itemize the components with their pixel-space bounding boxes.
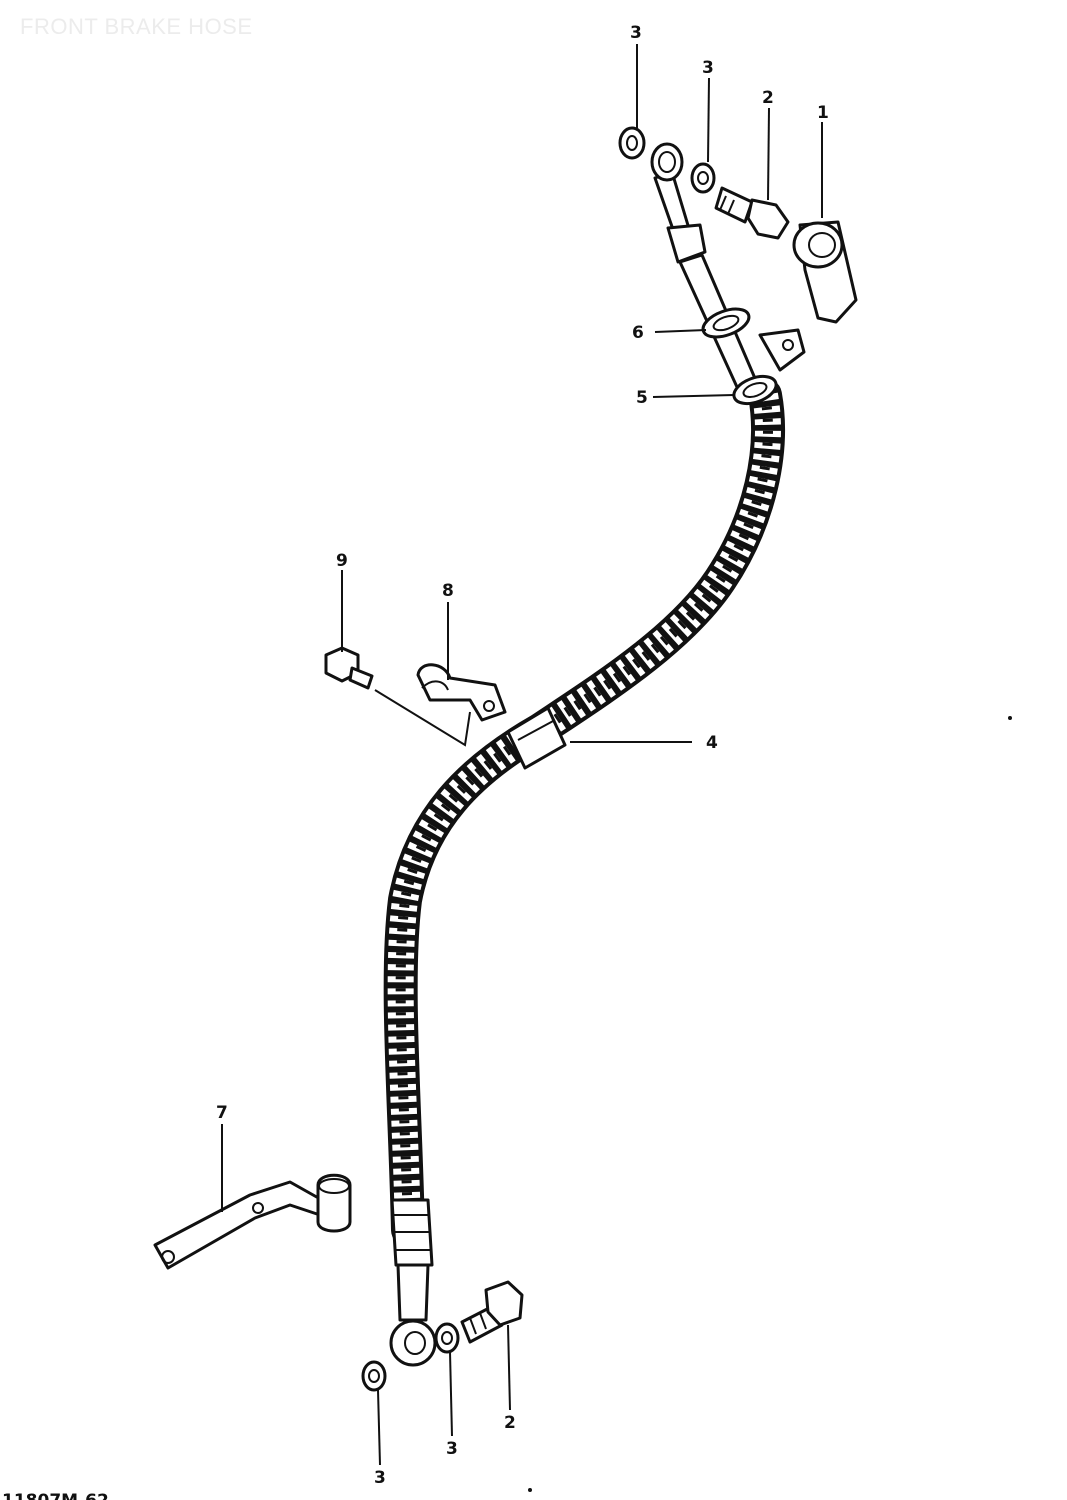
callout-3-top-left: 3	[630, 23, 642, 43]
callout-3-bottom: 3	[446, 1439, 458, 1459]
hose-clamp-bracket	[153, 1173, 352, 1270]
callout-4: 4	[706, 733, 718, 753]
gasket-washer-bottom	[434, 1322, 460, 1354]
callout-7: 7	[216, 1103, 228, 1123]
hose-grommet-upper	[701, 307, 751, 339]
callout-2-bottom: 2	[504, 1413, 516, 1433]
callout-3-top-right: 3	[702, 58, 714, 78]
callout-6: 6	[632, 323, 644, 343]
gasket-washer-bottom-left	[361, 1360, 387, 1392]
speck	[528, 1488, 532, 1492]
callout-5: 5	[636, 388, 648, 408]
callout-8: 8	[442, 581, 454, 601]
diagram-title: FRONT BRAKE HOSE	[20, 14, 253, 39]
callout-9: 9	[336, 551, 348, 571]
callout-3-bottom-left: 3	[374, 1468, 386, 1488]
union-bolt-bottom	[460, 1280, 524, 1344]
hose-clamp	[416, 663, 507, 722]
hose-grommet-lower	[732, 328, 806, 406]
assembly-line	[374, 689, 471, 747]
gasket-washer-top-right	[690, 162, 716, 194]
callout-2-top: 2	[762, 88, 774, 108]
callout-1: 1	[817, 103, 829, 123]
footer-code: 11807M-62	[2, 1491, 109, 1500]
gasket-washer-top-left	[618, 126, 646, 160]
clamp-bolt	[324, 646, 374, 690]
speck	[1008, 716, 1012, 720]
union-bolt-top	[714, 186, 790, 240]
cap	[792, 220, 858, 324]
